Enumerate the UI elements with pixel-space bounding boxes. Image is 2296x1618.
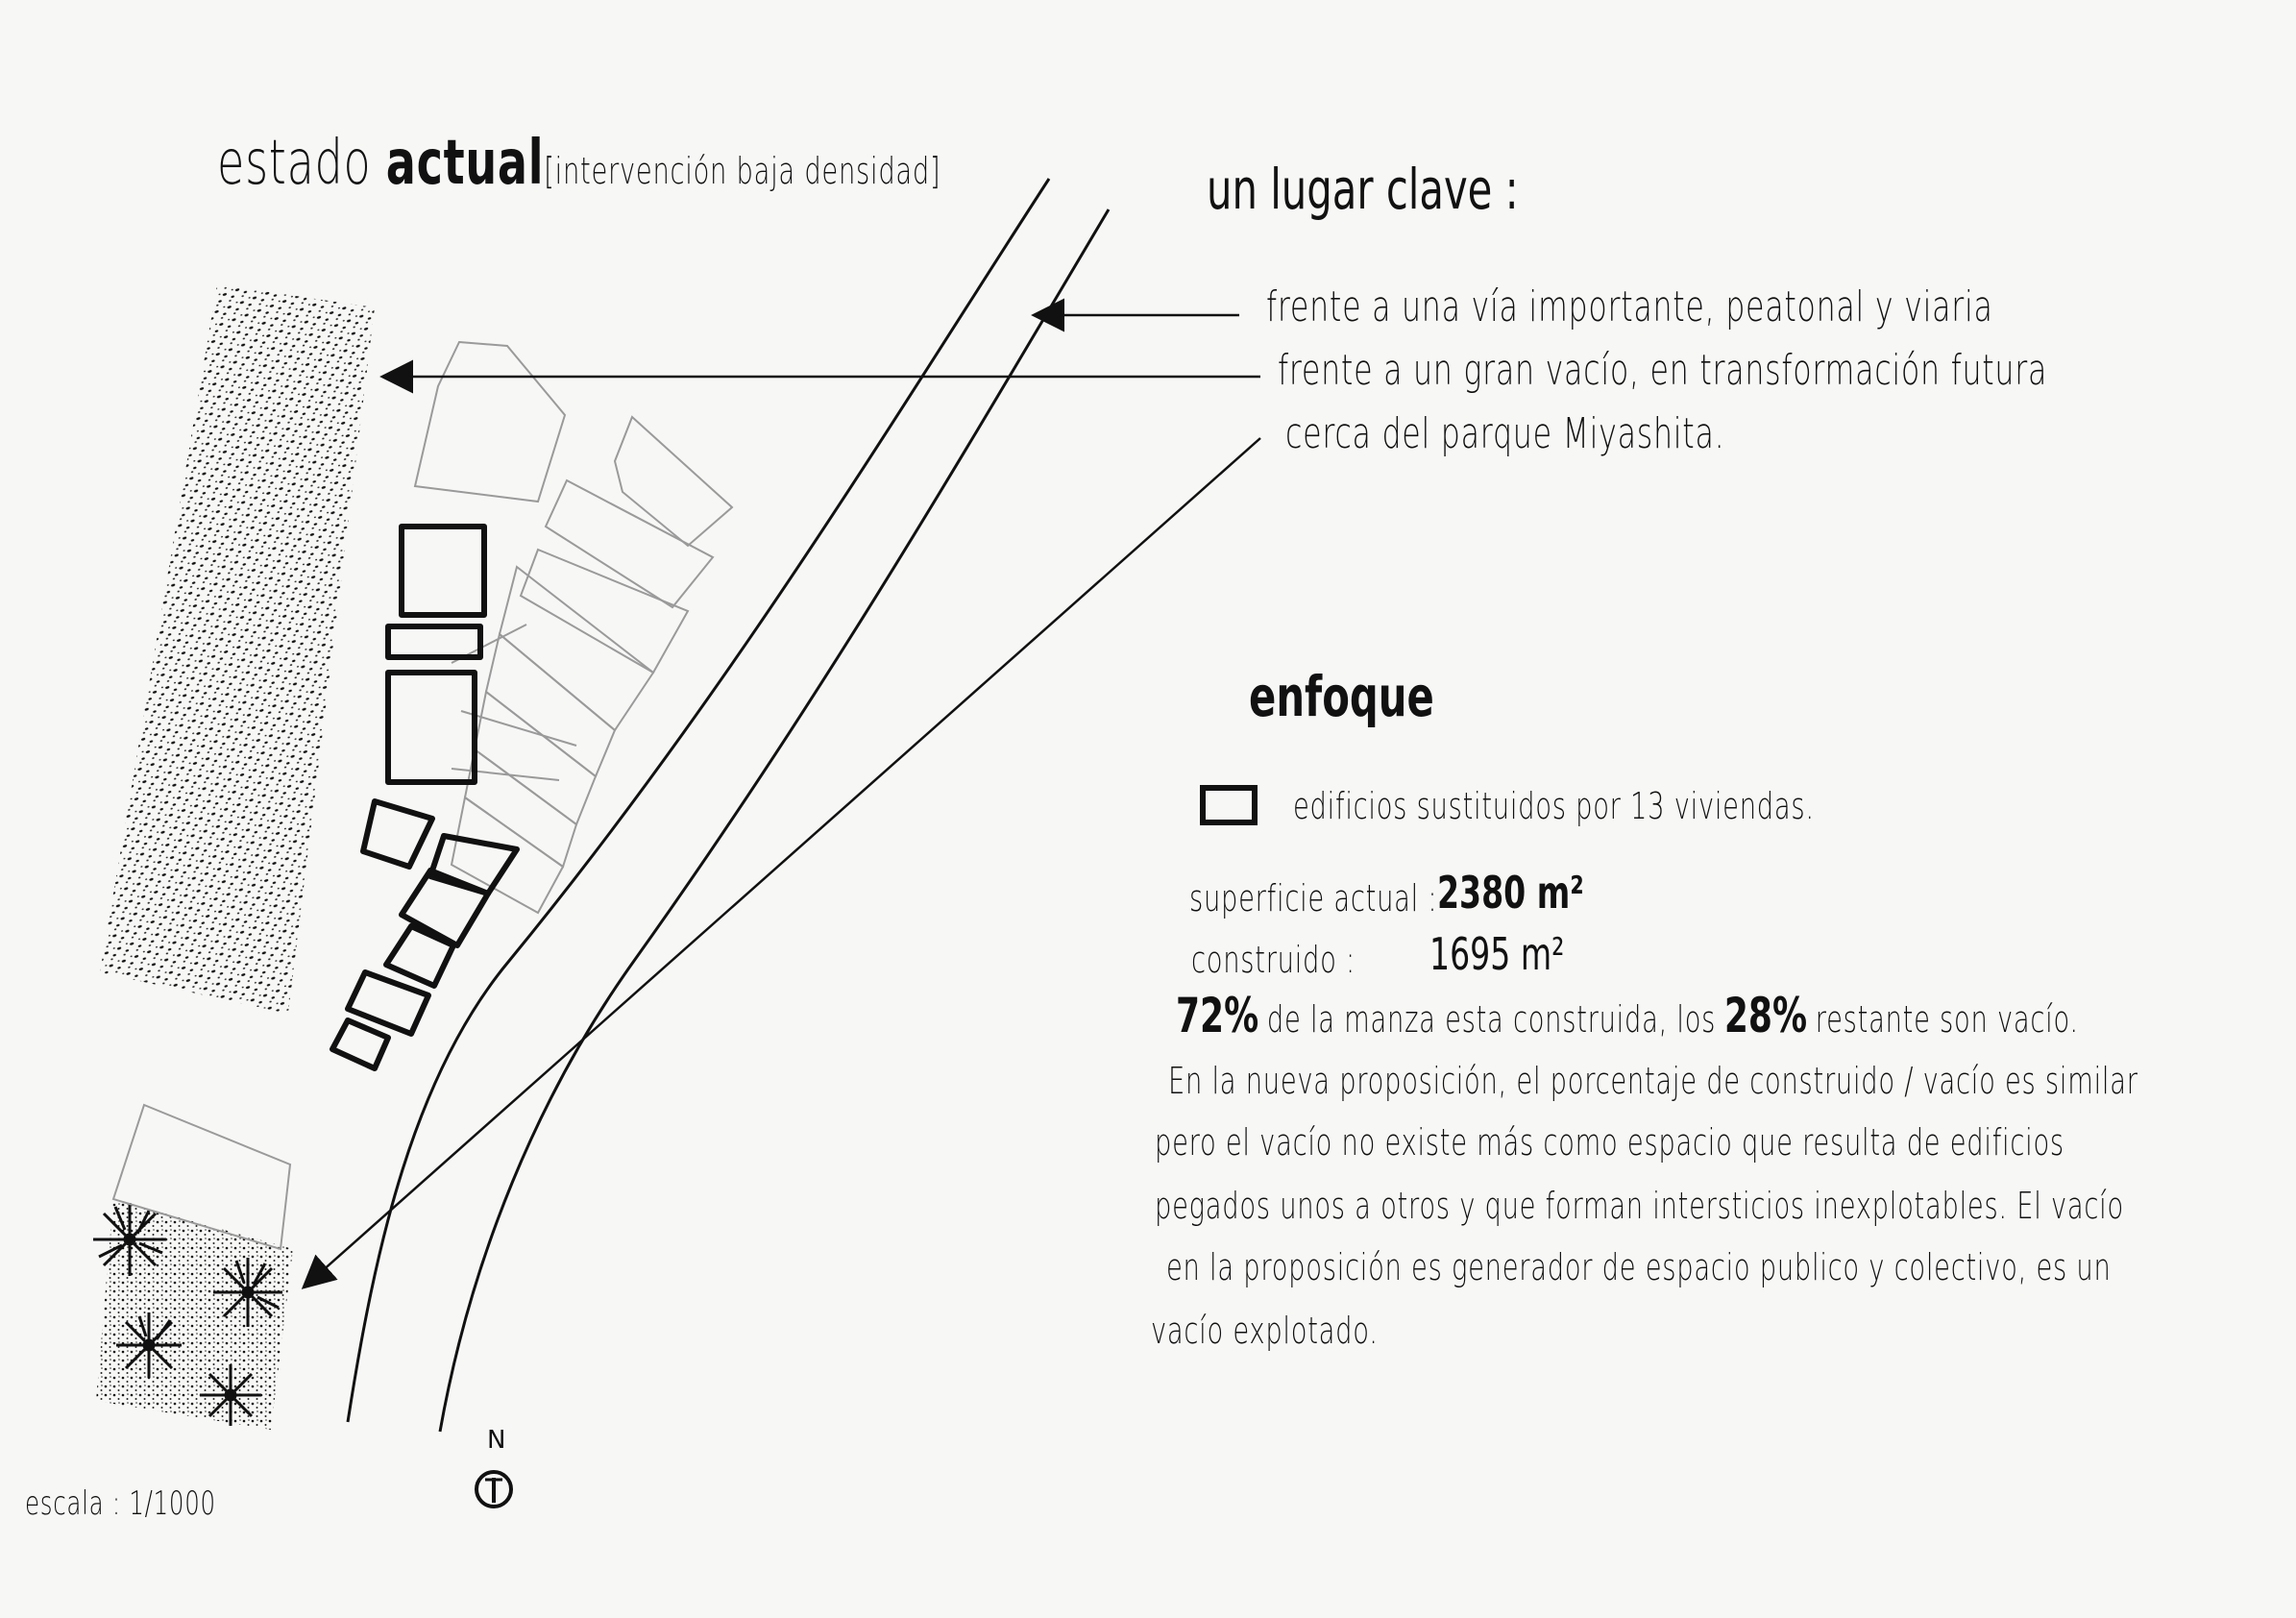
title-bold: actual bbox=[385, 128, 545, 199]
key-place-heading: un lugar clave : bbox=[1207, 157, 1519, 222]
ratio-line: 72% de la manza esta construida, los 28%… bbox=[1176, 992, 2079, 1040]
replaced-buildings bbox=[332, 527, 517, 1068]
key-point-1: frente a una vía importante, peatonal y … bbox=[1266, 282, 1993, 331]
north-label: N bbox=[487, 1426, 506, 1455]
pencil-building-park bbox=[113, 1105, 290, 1249]
page-title: estado actual[intervención baja densidad… bbox=[217, 133, 940, 194]
ratio-void: 28% bbox=[1723, 988, 1808, 1043]
large-void-area bbox=[100, 284, 375, 1014]
street-line-east bbox=[440, 209, 1109, 1432]
paragraph-line-5: vacío explotado. bbox=[1151, 1310, 1379, 1352]
key-point-2: frente a un gran vacío, en transformació… bbox=[1278, 346, 2048, 395]
title-prefix: estado bbox=[217, 128, 372, 199]
title-bracket: [intervención baja densidad] bbox=[544, 150, 941, 192]
legend-swatch bbox=[1203, 788, 1255, 822]
scale-label: escala : 1/1000 bbox=[25, 1484, 216, 1523]
tree-symbols bbox=[93, 1203, 282, 1426]
built-label: construido : bbox=[1191, 939, 1356, 981]
ratio-text-2: restante son vacío. bbox=[1815, 998, 2079, 1041]
paragraph-line-2: pero el vacío no existe más como espacio… bbox=[1155, 1121, 2064, 1164]
paragraph-line-3: pegados unos a otros y que forman inters… bbox=[1155, 1185, 2124, 1227]
north-arrow-icon bbox=[475, 1470, 513, 1508]
paragraph-line-4: en la proposición es generador de espaci… bbox=[1166, 1246, 2112, 1288]
ratio-text-1: de la manza esta construida, los bbox=[1266, 998, 1717, 1041]
built-value: 1695 m² bbox=[1429, 928, 1565, 980]
street-line-west bbox=[348, 179, 1049, 1422]
key-point-3: cerca del parque Miyashita. bbox=[1285, 409, 1725, 458]
existing-buildings-pencil bbox=[415, 342, 732, 913]
surface-value: 2380 m² bbox=[1437, 867, 1584, 919]
legend-label: edificios sustituidos por 13 viviendas. bbox=[1293, 785, 1815, 827]
approach-heading: enfoque bbox=[1249, 664, 1434, 729]
surface-label: superficie actual : bbox=[1189, 877, 1438, 919]
ratio-built: 72% bbox=[1176, 988, 1259, 1043]
paragraph-line-1: En la nueva proposición, el porcentaje d… bbox=[1168, 1060, 2138, 1102]
arrow-to-park bbox=[301, 438, 1260, 1289]
